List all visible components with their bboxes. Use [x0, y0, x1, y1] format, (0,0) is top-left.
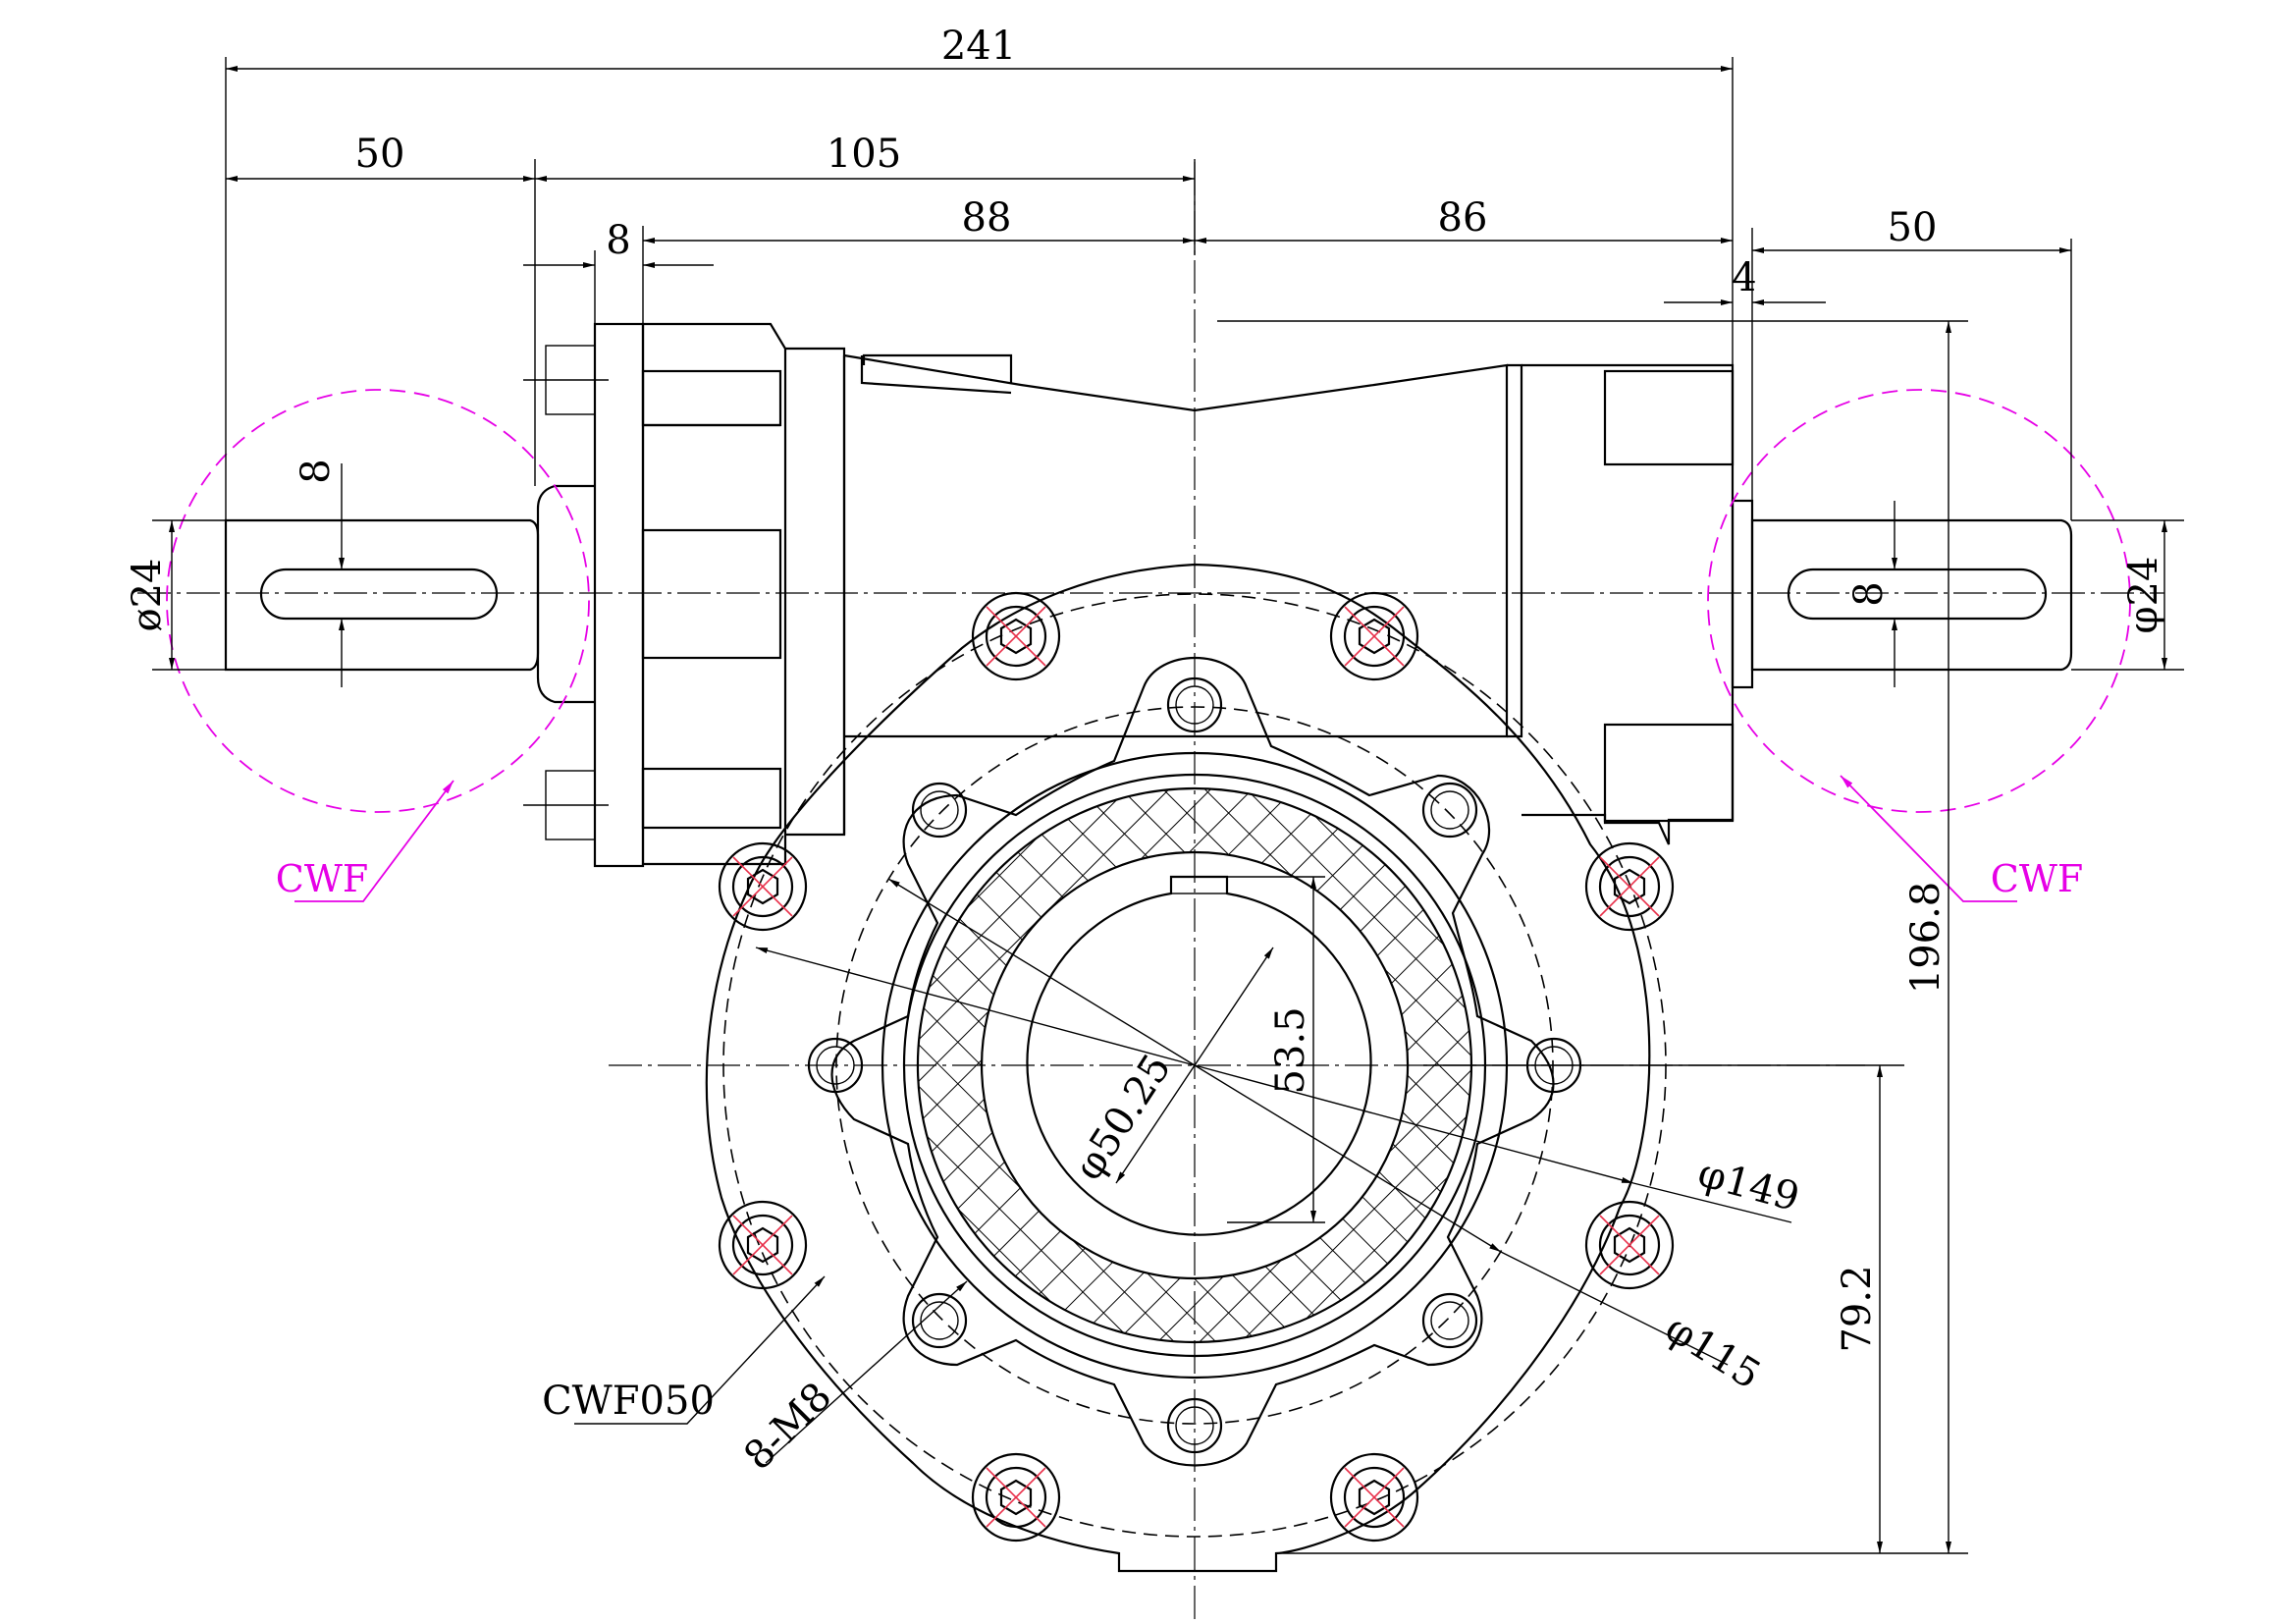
dimension-lines: 241 50 105 88 86 8 50 4 8 8 ø24: [125, 24, 2184, 1554]
dim-bore-50-25: φ50.25: [1066, 1047, 1180, 1189]
m8-holes: [807, 677, 1582, 1454]
center-lines: [137, 162, 2164, 1624]
dim-outer-149: φ149: [1693, 1151, 1804, 1220]
dim-key-53-5: 53.5: [1268, 1006, 1313, 1094]
dim-gap-4: 4: [1732, 255, 1756, 300]
bolt-heads: [718, 591, 1675, 1543]
dim-left-dia-24: ø24: [125, 559, 170, 632]
label-cwf-left: CWF: [276, 857, 369, 900]
dim-right-dia-24: φ24: [2121, 557, 2166, 634]
dim-86: 86: [1438, 195, 1488, 241]
dim-center-79-2: 79.2: [1835, 1265, 1880, 1352]
dim-bolt-circle-115: φ115: [1657, 1306, 1768, 1398]
label-cwf050: CWF050: [542, 1379, 715, 1424]
dim-flange-8: 8: [606, 218, 630, 263]
dim-height-196-8: 196.8: [1903, 882, 1949, 995]
gearbox-housing: [224, 322, 2073, 868]
dim-241: 241: [941, 24, 1016, 69]
dim-left-shaft-50: 50: [355, 132, 405, 177]
dim-left-key-8: 8: [294, 459, 339, 483]
label-8-m8: 8-M8: [735, 1374, 840, 1479]
coupling-phantoms: [166, 389, 2131, 902]
flange-assembly: [705, 563, 1675, 1573]
dim-right-shaft-50: 50: [1888, 205, 1938, 250]
dim-right-key-8: 8: [1846, 581, 1892, 606]
leader-labels: CWF050 8-M8 CWF CWF: [276, 857, 2084, 1479]
dim-88: 88: [962, 195, 1012, 241]
label-cwf-right: CWF: [1991, 857, 2084, 900]
dim-105: 105: [827, 132, 901, 177]
